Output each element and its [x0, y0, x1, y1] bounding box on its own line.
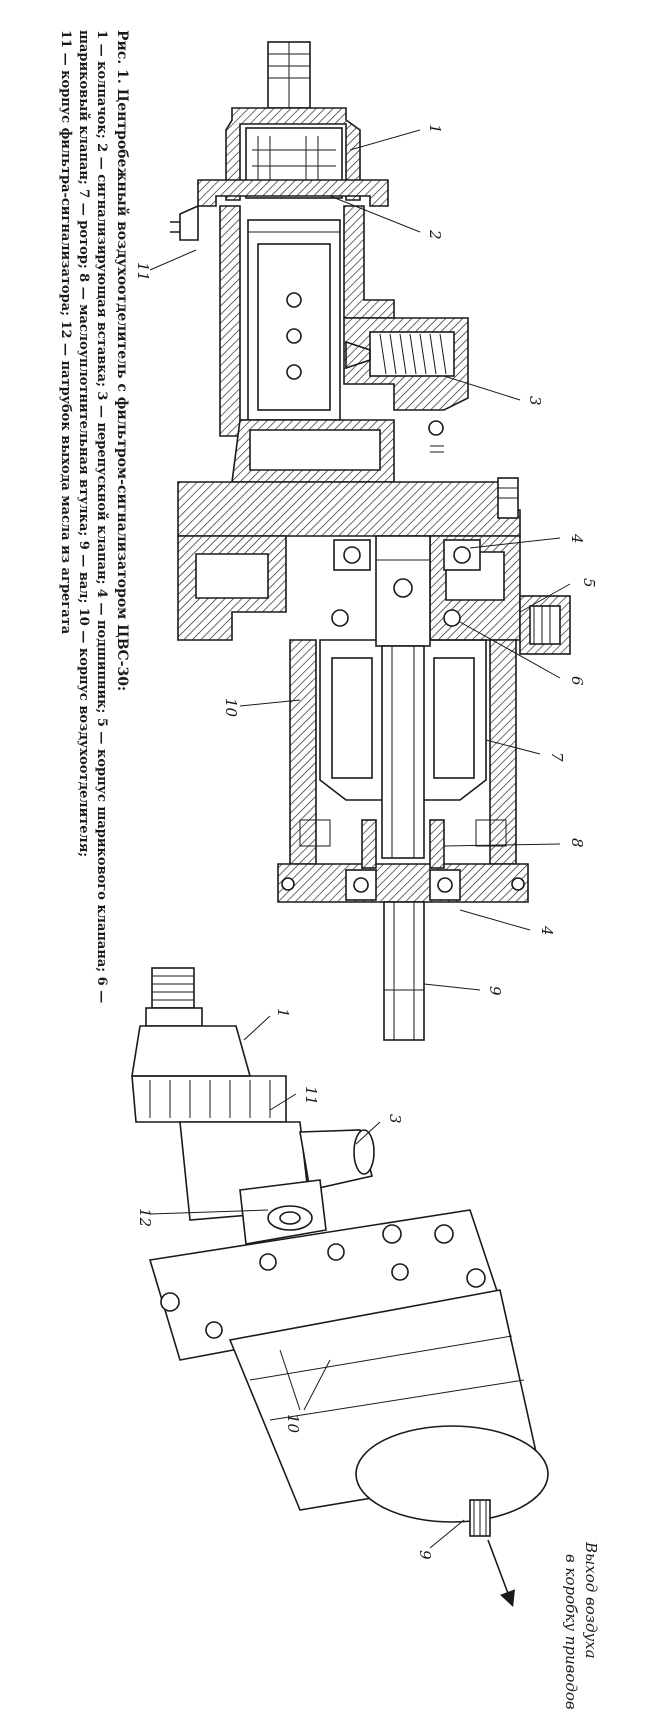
label-3: 3	[526, 396, 544, 406]
perspective-labels: 1 11 3 12 10 9	[136, 1008, 434, 1560]
perspective-leaders	[149, 1015, 465, 1549]
caption-line-1: 1 — колпачок; 2 — сигнализирующая вставк…	[94, 30, 109, 1003]
label-10: 10	[222, 698, 240, 718]
air-outlet-arrow	[487, 1539, 515, 1607]
view-label-10: 10	[284, 1414, 302, 1434]
label-4-upper: 4	[568, 533, 586, 544]
oil-seal-bushing-left	[361, 819, 377, 869]
fitting	[151, 967, 195, 1009]
label-11: 11	[134, 262, 152, 281]
view-label-3: 3	[386, 1114, 404, 1124]
perspective-view	[131, 967, 549, 1607]
rotor	[319, 639, 487, 801]
caption-line-3: 11 — корпус фильтра-сигнализатора; 12 — …	[58, 30, 73, 635]
rotor-housing-right-wall	[489, 639, 517, 865]
filter-hole-2	[286, 328, 302, 344]
rotor-housing-left-wall	[289, 639, 317, 865]
main-flange	[177, 481, 521, 537]
filter-flange	[197, 179, 389, 207]
view-label-1: 1	[274, 1008, 292, 1018]
view-label-9: 9	[416, 1550, 434, 1560]
oil-seal-bushing-right	[429, 819, 445, 869]
cap-nut	[131, 1075, 287, 1123]
figure-caption: Рис. 1. Центробежный воздухоотделитель с…	[58, 30, 131, 1003]
caption-line-2: шариковый клапан; 7 — ротор; 8 — маслоуп…	[76, 30, 91, 857]
section-labels: 1 2 3 4 5 6 7 8 4 9 10 11	[134, 124, 598, 996]
filter-hole-3	[286, 364, 302, 380]
ball-valve	[443, 609, 461, 627]
rotor-housing-bottom	[277, 863, 529, 903]
bypass-valve-spring-chamber	[369, 331, 455, 377]
label-6: 6	[568, 676, 586, 686]
cap-body	[131, 1025, 252, 1077]
view-label-12: 12	[136, 1208, 154, 1227]
note-line-2: в коробку приводов	[562, 1554, 580, 1710]
label-5: 5	[580, 578, 598, 588]
label-2: 2	[426, 229, 444, 240]
caption-title: Рис. 1. Центробежный воздухоотделитель с…	[114, 30, 131, 691]
filter-housing-right-wall	[343, 205, 395, 319]
label-9: 9	[486, 986, 504, 996]
section-view	[170, 41, 571, 1041]
label-1: 1	[426, 124, 444, 134]
label-8: 8	[568, 838, 586, 848]
label-7: 7	[548, 752, 566, 762]
view-label-11: 11	[302, 1086, 320, 1105]
shaft-middle	[381, 645, 425, 859]
rotor-housing-end	[355, 1425, 549, 1523]
section-leaders	[149, 129, 571, 991]
air-outlet-note: Выход воздуха в коробку приводов	[562, 1541, 600, 1710]
filter-hole-1	[286, 292, 302, 308]
shaft-tail	[383, 901, 425, 1041]
note-line-1: Выход воздуха	[582, 1541, 600, 1659]
filter-core	[257, 243, 331, 411]
label-4-lower: 4	[538, 925, 556, 936]
